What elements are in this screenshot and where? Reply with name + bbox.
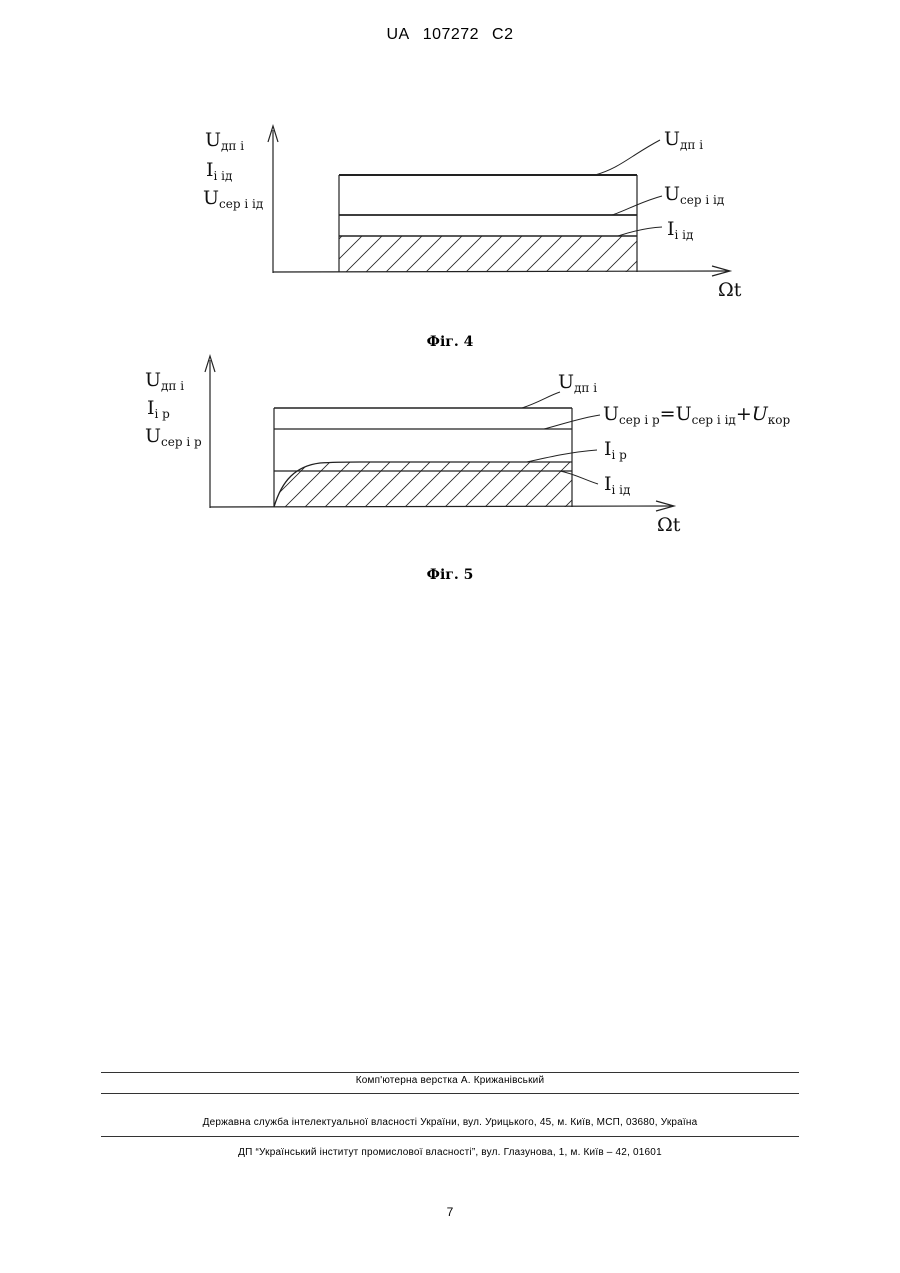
fig4-ylabel-2: Iі ід	[206, 159, 232, 183]
figure-5: Uдп і Iі р Uсер і р Uдп і Uсер і р=Uсер …	[0, 352, 900, 542]
fig5-leader-udp	[522, 392, 560, 408]
fig4-caption: Фіг. 4	[0, 334, 900, 350]
fig5-ylabel-3: Uсер і р	[145, 425, 202, 449]
fig5-label-iid: Iі ід	[604, 473, 630, 497]
footer-institute: ДП “Український інститут промислової вла…	[0, 1147, 900, 1158]
fig4-label-iid: Iі ід	[667, 218, 693, 242]
fig4-label-udp: Uдп і	[664, 128, 703, 152]
fig5-leader-ir	[527, 450, 597, 462]
fig4-leader-iid	[618, 227, 662, 236]
footer-divider-2	[101, 1093, 799, 1094]
page-number: 7	[0, 1205, 900, 1219]
fig4-ylabel-3: Uсер і ід	[203, 187, 263, 211]
patent-kind: C2	[492, 26, 513, 43]
fig4-label-user: Uсер і ід	[664, 183, 724, 207]
patent-header: UA 107272 C2	[0, 26, 900, 44]
fig5-xlabel: Ωt	[657, 514, 681, 536]
fig5-label-useri-equation: Uсер і р=Uсер і ід+Uкор	[603, 403, 790, 427]
footer-divider-1	[101, 1072, 799, 1073]
footer-typesetter: Комп'ютерна верстка А. Крижанівський	[0, 1075, 900, 1086]
fig4-hatched-current-area	[339, 236, 637, 272]
footer-divider-3	[101, 1136, 799, 1137]
fig5-label-ir: Iі р	[604, 438, 627, 462]
figure-4: Uдп і Iі ід Uсер і ід Uдп і Uсер і ід Iі…	[0, 118, 900, 318]
patent-country: UA	[387, 26, 410, 43]
fig5-label-udp: Uдп і	[558, 371, 597, 395]
fig5-ylabel-2: Iі р	[147, 397, 170, 421]
fig4-xlabel: Ωt	[718, 279, 742, 301]
footer-agency: Державна служба інтелектуальної власност…	[0, 1117, 900, 1128]
fig4-leader-udp	[595, 140, 660, 175]
fig5-ylabel-1: Uдп і	[145, 369, 184, 393]
patent-number: 107272	[423, 26, 479, 43]
fig4-ylabel-1: Uдп і	[205, 129, 244, 153]
fig5-caption: Фіг. 5	[0, 567, 900, 583]
fig5-hatched-current-area	[270, 457, 575, 509]
